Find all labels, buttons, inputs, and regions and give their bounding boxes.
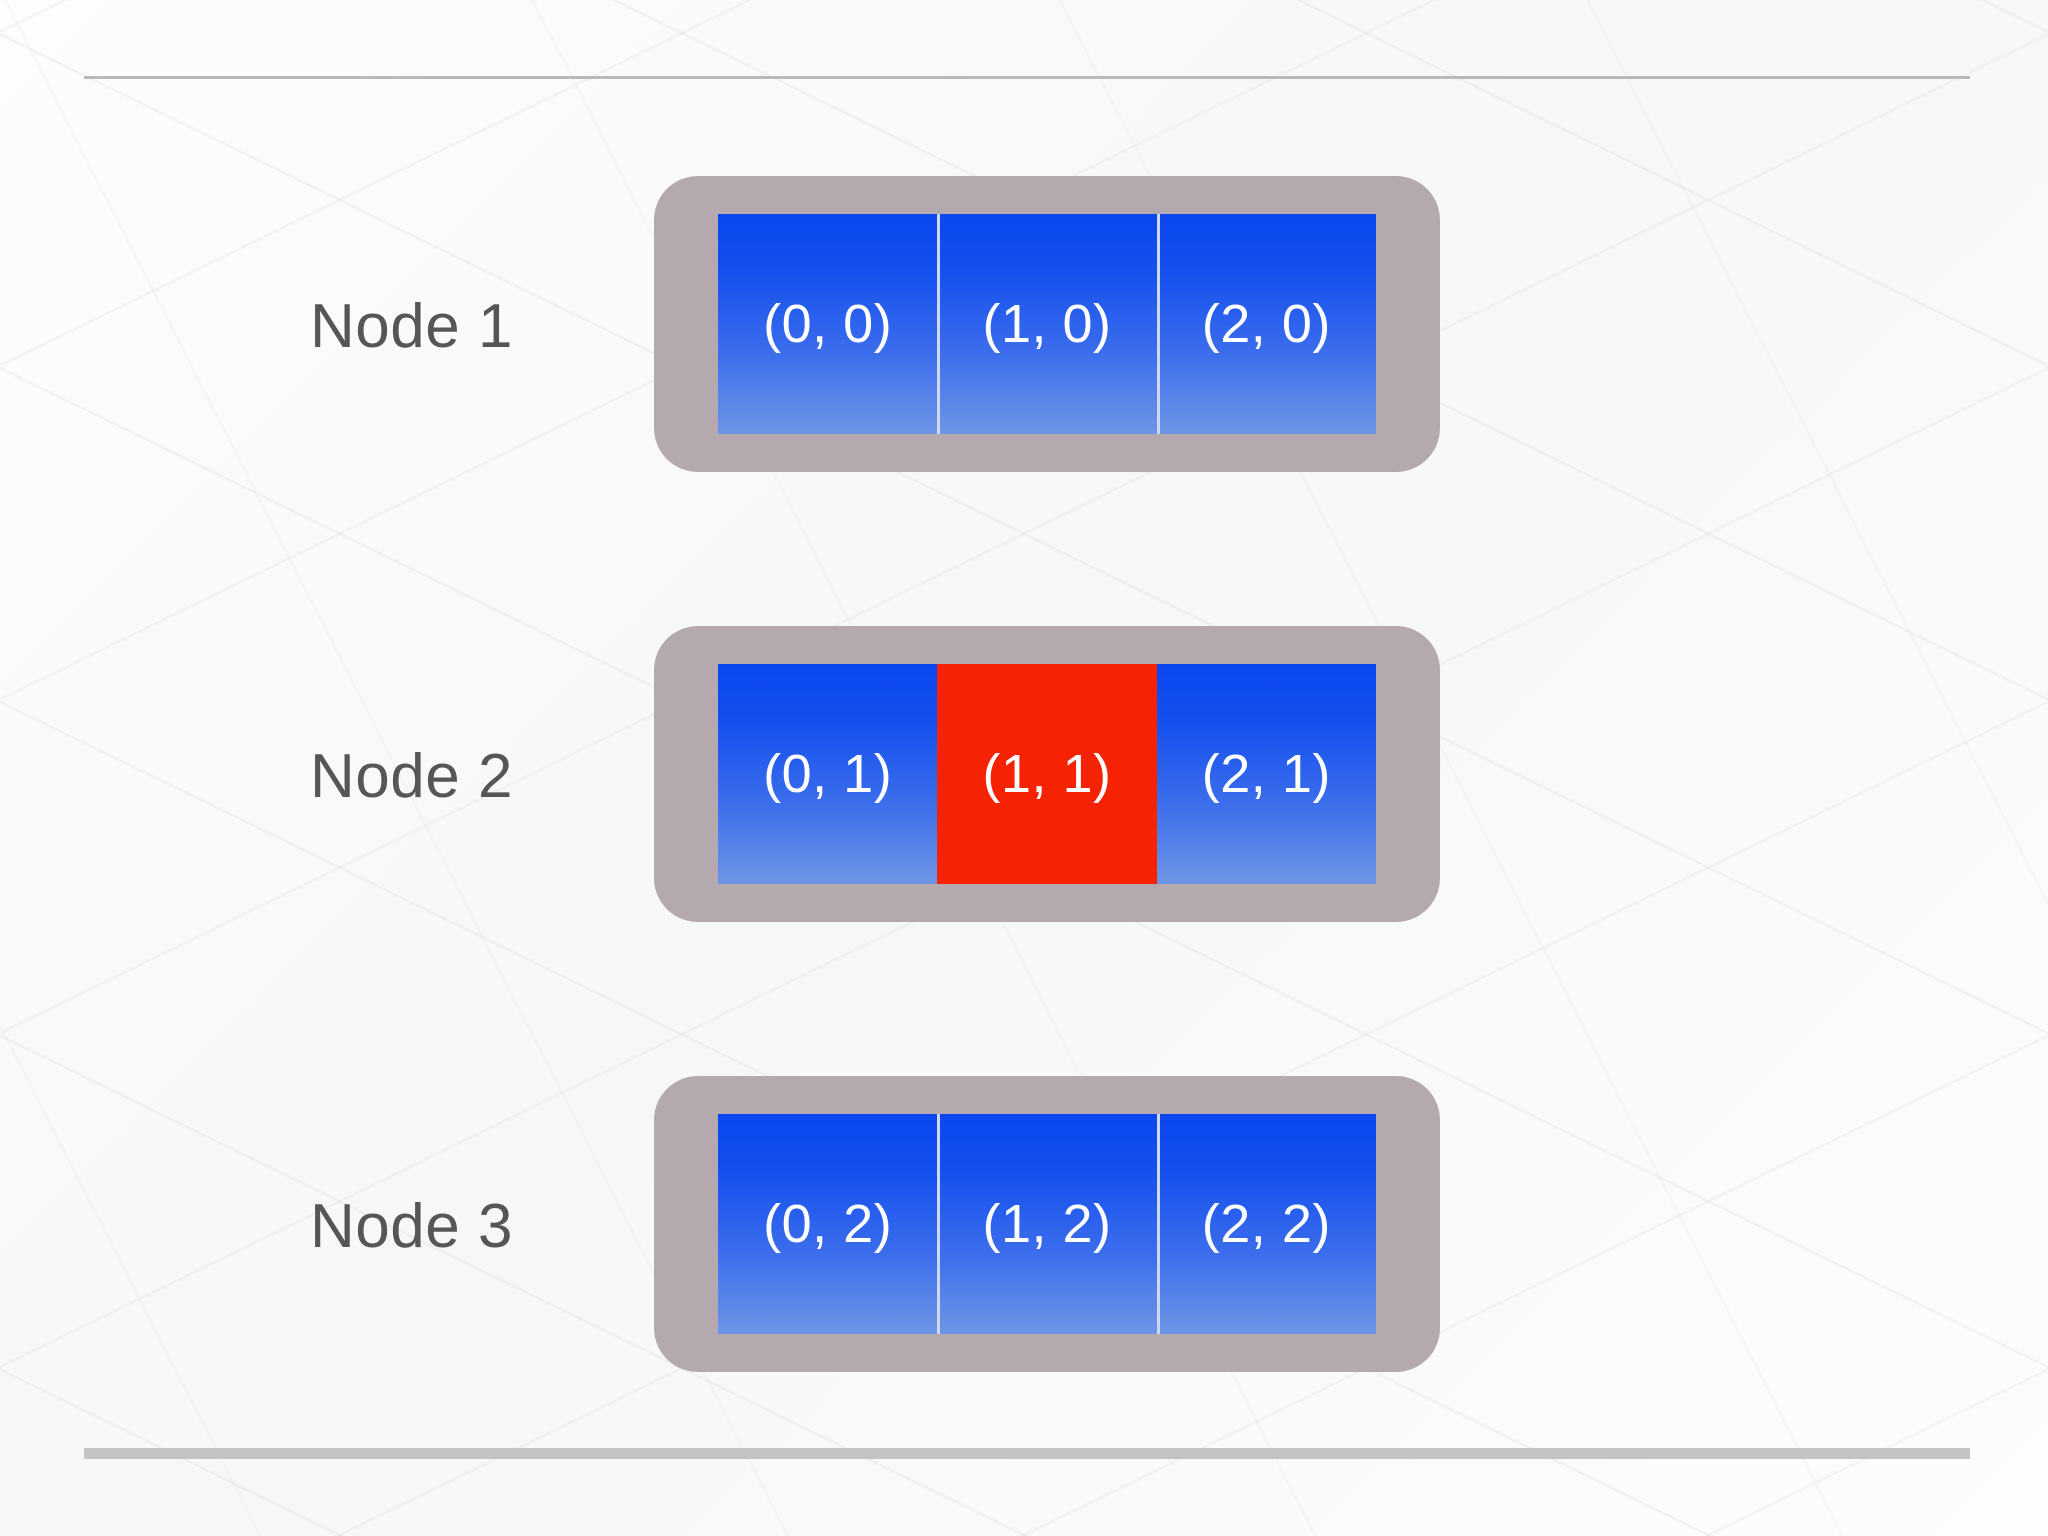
grid-cell-label: (0, 0) [763,294,893,354]
grid-cell-2-0[interactable]: (2, 0) [1156,214,1376,434]
grid-cell-label: (1, 2) [982,1194,1112,1254]
node-row: Node 2 (0, 1) (1, 1) (2, 1) [0,626,2048,926]
cell-group-2: (0, 1) (1, 1) (2, 1) [718,664,1376,884]
node-tray-2: (0, 1) (1, 1) (2, 1) [654,626,1440,922]
bottom-divider-rule [84,1448,1970,1459]
grid-cell-label: (0, 2) [763,1194,893,1254]
cell-group-3: (0, 2) (1, 2) (2, 2) [718,1114,1376,1334]
node-row: Node 1 (0, 0) (1, 0) (2, 0) [0,176,2048,476]
grid-cell-0-1[interactable]: (0, 1) [718,664,938,884]
grid-cell-label: (2, 2) [1201,1194,1331,1254]
top-divider-rule [84,76,1970,79]
grid-cell-label: (0, 1) [763,744,893,804]
grid-cell-label: (1, 1) [982,744,1112,804]
node-row: Node 3 (0, 2) (1, 2) (2, 2) [0,1076,2048,1376]
grid-cell-2-1[interactable]: (2, 1) [1156,664,1376,884]
grid-cell-label: (1, 0) [982,294,1112,354]
grid-cell-label: (2, 0) [1201,294,1331,354]
grid-cell-0-0[interactable]: (0, 0) [718,214,938,434]
grid-cell-1-2[interactable]: (1, 2) [937,1114,1157,1334]
grid-cell-2-2[interactable]: (2, 2) [1156,1114,1376,1334]
node-label-3: Node 3 [310,1191,513,1261]
node-label-1: Node 1 [310,291,513,361]
node-tray-3: (0, 2) (1, 2) (2, 2) [654,1076,1440,1372]
grid-cell-1-1-highlighted[interactable]: (1, 1) [937,664,1157,884]
grid-cell-1-0[interactable]: (1, 0) [937,214,1157,434]
cell-group-1: (0, 0) (1, 0) (2, 0) [718,214,1376,434]
grid-cell-0-2[interactable]: (0, 2) [718,1114,938,1334]
grid-cell-label: (2, 1) [1201,744,1331,804]
node-tray-1: (0, 0) (1, 0) (2, 0) [654,176,1440,472]
node-label-2: Node 2 [310,741,513,811]
